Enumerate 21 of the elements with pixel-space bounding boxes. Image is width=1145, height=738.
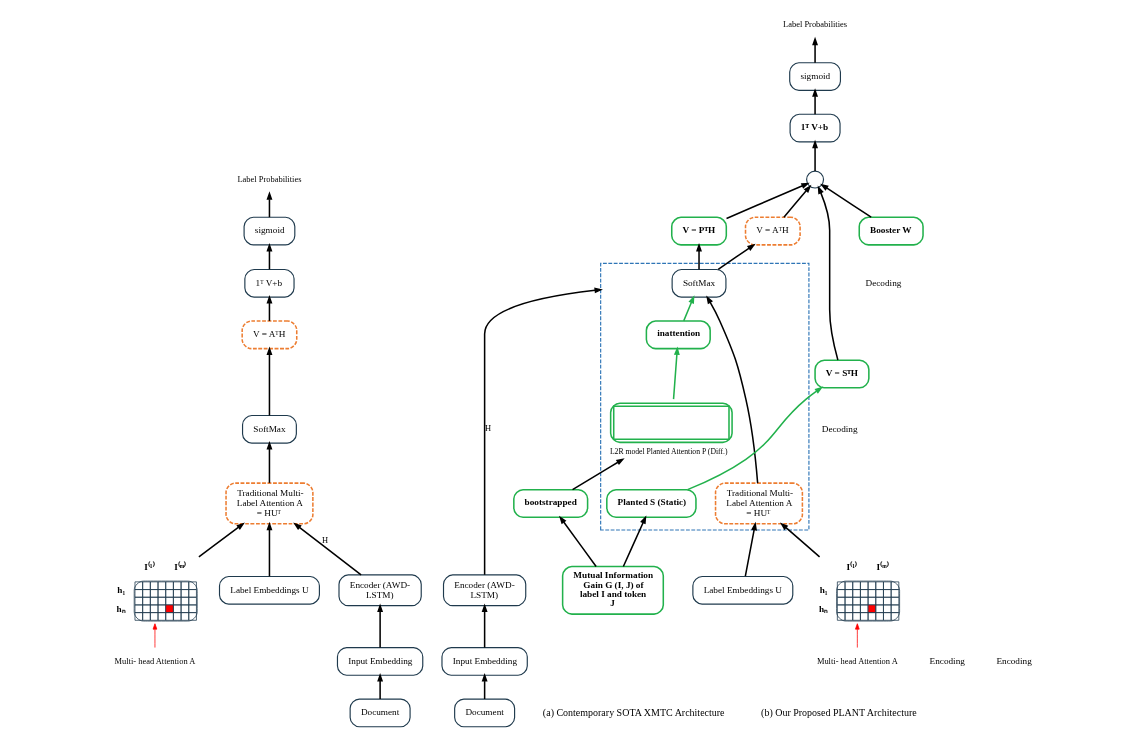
label: Decoding: [821, 423, 858, 434]
label: (a) Contemporary SOTA XMTC Architecture: [542, 706, 725, 718]
edge-label: H: [484, 423, 491, 434]
node-label: I⁽ᵐ⁾: [876, 562, 889, 573]
edge-label: H: [321, 534, 328, 545]
node-text: Label Probabilities: [236, 173, 301, 184]
node-label: h₁: [819, 585, 828, 596]
node-text: Label Probabilities: [782, 19, 847, 30]
node-label: h₁: [116, 585, 125, 596]
node-label: I⁽¹⁾: [143, 562, 155, 573]
node-label: hₙ: [818, 604, 828, 615]
label: Decoding: [865, 277, 901, 288]
node-label: I⁽¹⁾: [846, 562, 857, 573]
node-label: L2R model Planted Attention P (Diff.): [609, 446, 728, 456]
node-text: Multi- head Attention A: [816, 655, 898, 666]
label: Encoding: [929, 655, 965, 666]
node-label: I⁽ᵐ⁾: [173, 562, 186, 573]
label: Encoding: [995, 655, 1032, 666]
node-text: Multi- head Attention A: [114, 655, 195, 666]
label: (b) Our Proposed PLANT Architecture: [760, 706, 917, 718]
node-label: hₙ: [116, 604, 126, 615]
